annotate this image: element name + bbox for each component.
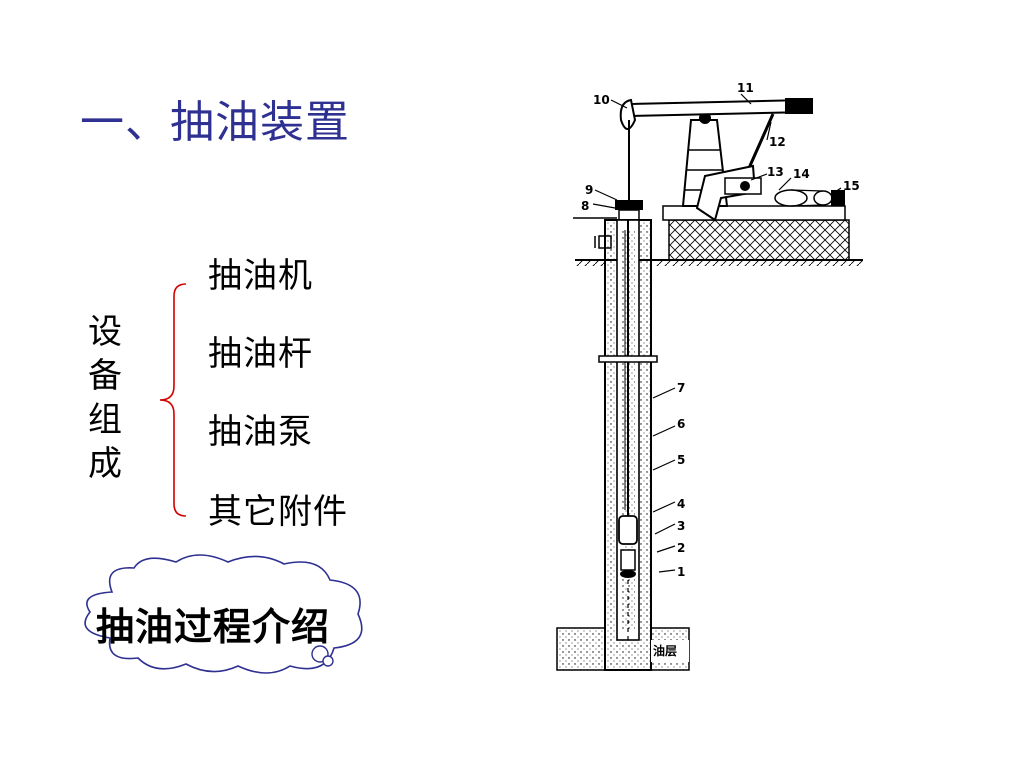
component-oil-pump: 抽油泵 [208, 412, 313, 452]
group-label-char: 成 [88, 444, 122, 484]
group-label-char: 备 [88, 356, 122, 396]
curly-brace [159, 283, 187, 517]
part-number-3: 3 [677, 519, 685, 533]
formation-label: 油层 [653, 643, 677, 658]
component-sucker-rod: 抽油杆 [208, 334, 313, 374]
part-number-4: 4 [677, 497, 685, 511]
part-number-5: 5 [677, 453, 685, 467]
pumping-unit-diagram: 油层 1 2 3 4 5 6 7 8 9 10 11 12 13 14 15 [556, 81, 863, 671]
component-accessories: 其它附件 [208, 492, 348, 532]
part-number-14: 14 [793, 167, 810, 181]
part-number-9: 9 [585, 183, 593, 197]
slide-title: 一、抽油装置 [80, 97, 350, 148]
part-number-13: 13 [767, 165, 784, 179]
part-number-15: 15 [843, 179, 860, 193]
part-number-2: 2 [677, 541, 685, 555]
part-number-10: 10 [593, 93, 610, 107]
group-label-char: 组 [88, 400, 122, 440]
part-number-11: 11 [737, 81, 754, 95]
group-label-char: 设 [88, 312, 122, 352]
oil-extraction-process-link[interactable]: 抽油过程介绍 [96, 605, 331, 649]
part-number-12: 12 [769, 135, 786, 149]
part-number-1: 1 [677, 565, 685, 579]
part-number-8: 8 [581, 199, 589, 213]
group-label: 设 备 组 成 [88, 310, 128, 486]
part-number-7: 7 [677, 381, 685, 395]
part-number-6: 6 [677, 417, 685, 431]
component-pumping-unit: 抽油机 [208, 256, 313, 296]
cloud-shape[interactable] [72, 552, 372, 678]
